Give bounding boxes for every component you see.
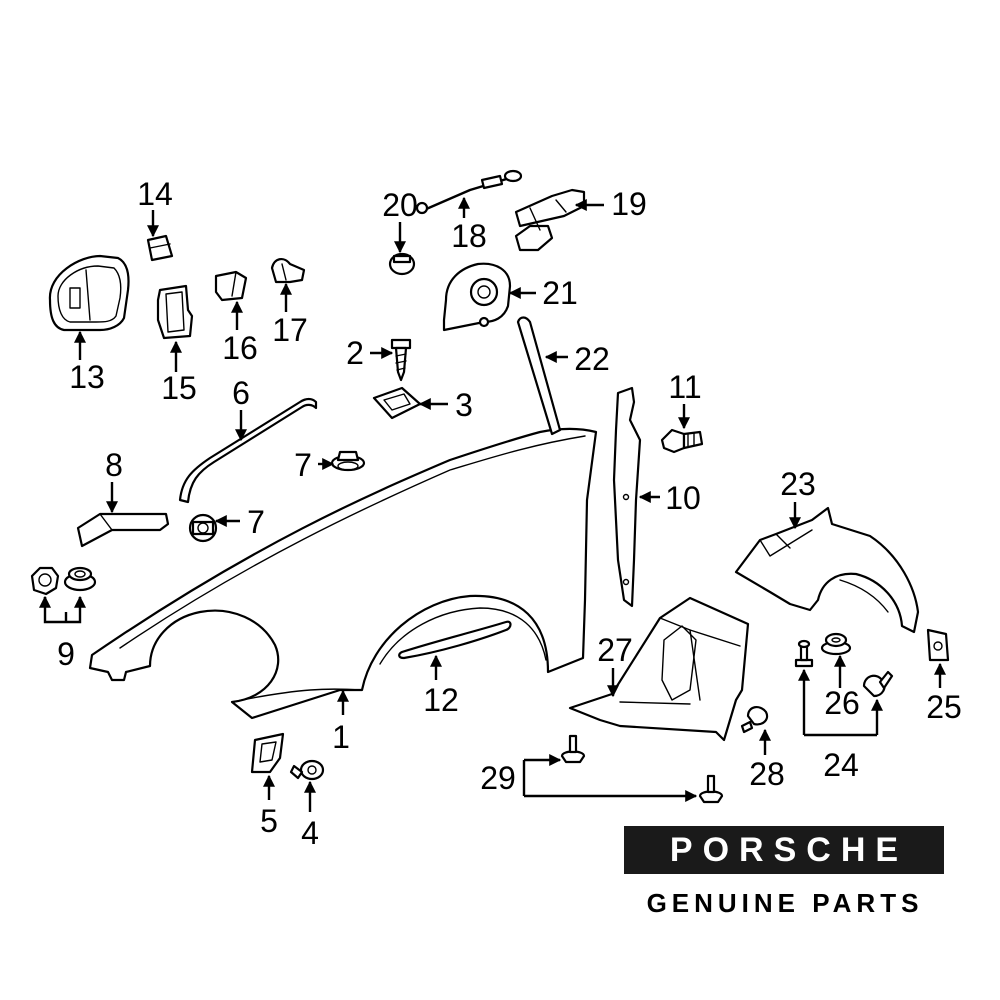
- part-4-bolt: [289, 759, 325, 781]
- part-29-rivets: [560, 734, 724, 804]
- callout-12: 12: [423, 682, 459, 718]
- part-13-fuel-door: [48, 254, 130, 332]
- part-27-inner-liner: [568, 596, 750, 742]
- part-18-cable: [415, 169, 523, 215]
- callout-10: 10: [665, 480, 701, 516]
- part-25-clip: [926, 628, 950, 662]
- callout-3: 3: [455, 387, 473, 423]
- callout-6: 6: [232, 375, 250, 411]
- callout-15: 15: [161, 370, 197, 406]
- part-19-release-actuator: [514, 188, 586, 252]
- part-10-seal-bracket: [612, 386, 642, 608]
- callout-17: 17: [272, 312, 308, 348]
- callout-1: 1: [332, 719, 350, 755]
- callout-29: 29: [480, 760, 516, 796]
- part-9-nuts: [30, 566, 97, 596]
- callout-19: 19: [611, 186, 647, 222]
- callout-27: 27: [597, 632, 633, 668]
- porsche-logo: PORSCHE: [624, 826, 944, 874]
- part-22-trim-strip: [516, 316, 562, 436]
- leader-lines: [39, 196, 946, 812]
- part-5-clip: [250, 732, 285, 774]
- callout-7b: 7: [247, 504, 265, 540]
- part-24-rivets: [794, 639, 894, 698]
- part-7a-grommet: [330, 450, 366, 472]
- part-2-screw: [390, 338, 412, 382]
- logo-wordmark: PORSCHE: [669, 830, 909, 869]
- callout-25: 25: [926, 689, 962, 725]
- callout-labels: 1 2 3 4 5 6 7 7 8 9 10 11 12 13 14 15 16…: [57, 176, 962, 851]
- genuine-parts-label: GENUINE PARTS: [646, 888, 924, 918]
- callout-13: 13: [69, 359, 105, 395]
- callout-24: 24: [823, 747, 859, 783]
- callout-5: 5: [260, 803, 278, 839]
- callout-28: 28: [749, 756, 785, 792]
- callout-9: 9: [57, 636, 75, 672]
- part-15-actuator: [156, 284, 194, 340]
- part-20-grommet: [388, 252, 416, 276]
- callout-8: 8: [105, 447, 123, 483]
- callout-21: 21: [542, 275, 578, 311]
- part-17-push-clip: [270, 258, 306, 284]
- callout-4: 4: [301, 815, 319, 851]
- part-3-clip-nut: [372, 386, 422, 420]
- part-21-filler-housing: [442, 262, 512, 332]
- callout-20: 20: [382, 187, 418, 223]
- callout-2: 2: [346, 335, 364, 371]
- part-28-push-rivet: [740, 706, 769, 734]
- callout-11: 11: [668, 369, 701, 405]
- part-23-wheel-liner: [734, 506, 920, 634]
- part-8-cover: [76, 512, 170, 548]
- callout-14: 14: [137, 176, 173, 212]
- callout-23: 23: [780, 466, 816, 502]
- part-11-bolt: [660, 428, 704, 454]
- part-14-cap: [146, 234, 174, 262]
- callout-26: 26: [824, 685, 860, 721]
- part-16-clip: [214, 270, 248, 302]
- callout-7a: 7: [294, 447, 312, 483]
- part-6-seal-strip: [178, 397, 318, 504]
- part-12-trim-strip: [398, 620, 512, 660]
- part-1-fender: [88, 427, 598, 720]
- callout-18: 18: [451, 218, 487, 254]
- part-26-expansion-nut: [820, 632, 852, 656]
- callout-22: 22: [574, 341, 610, 377]
- callout-16: 16: [222, 330, 258, 366]
- brand-block: PORSCHE GENUINE PARTS: [624, 826, 946, 919]
- part-7b-grommet: [188, 513, 218, 543]
